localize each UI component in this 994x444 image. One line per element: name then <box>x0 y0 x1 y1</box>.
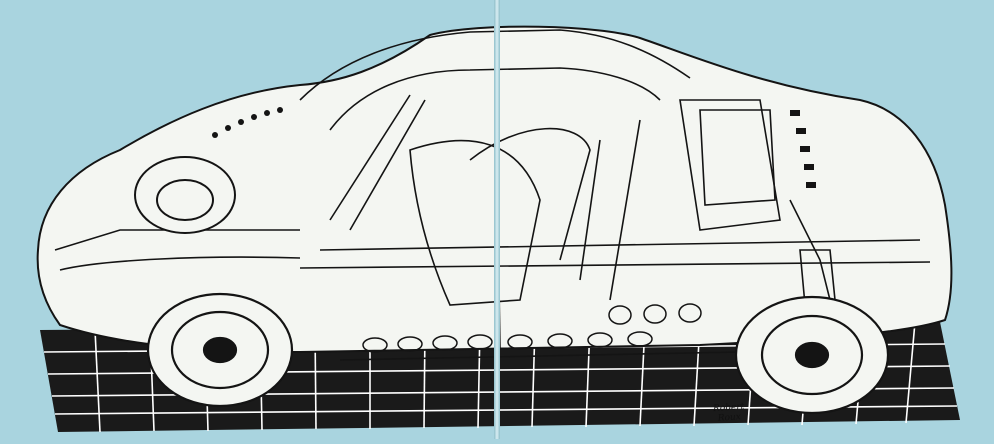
front-wheel <box>146 292 294 408</box>
floor-holes <box>362 303 702 353</box>
page-gutter <box>494 0 500 439</box>
front-vent-dots <box>212 107 283 138</box>
spare-wheel <box>134 156 236 234</box>
artist-signature: Robert Roux <box>712 401 745 424</box>
rear-vents <box>790 110 816 188</box>
rear-wheel <box>734 295 890 415</box>
